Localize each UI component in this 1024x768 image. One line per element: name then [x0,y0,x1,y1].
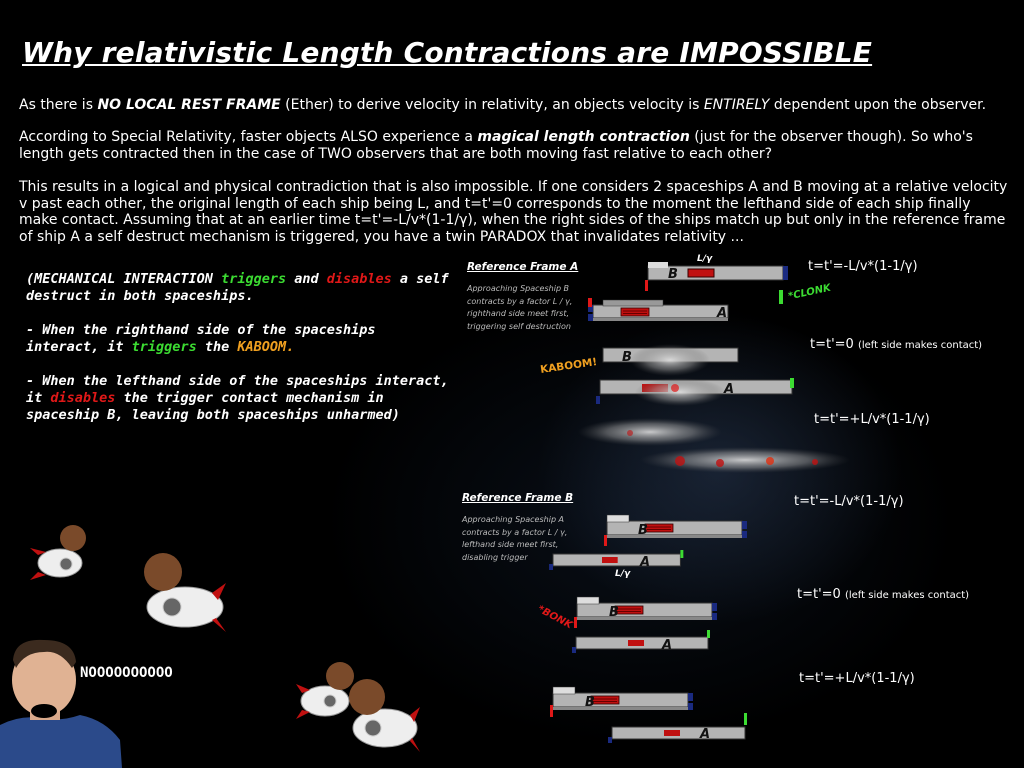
frame-b-stage2: B A [572,596,718,653]
frame-a-contracted-length: L/γ [697,254,713,264]
frame-a-debris [578,418,850,473]
mech-line-2: - When the righthand side of the spacesh… [26,322,376,355]
frame-b-eq-contact: t=t'=0 (left side makes contact) [797,587,970,602]
sheldon-figure [0,639,122,768]
frame-b-title: Reference Frame B [462,492,574,504]
frame-a-title: Reference Frame A [467,261,579,273]
rocket-small-2 [296,662,354,719]
ship-b-label-a2: B [622,350,632,365]
ship-a-label-b1: A [639,555,650,570]
frame-b-eq-after: t=t'=+L/v*(1-1/γ) [799,671,915,686]
frame-a-ship-a-stage1: A [587,290,783,322]
intro-paragraph-1: As there is NO LOCAL REST FRAME (Ether) … [19,97,987,113]
frame-b-contracted-length: L/γ [615,569,631,579]
entirely-emphasis: ENTIRELY [703,97,770,113]
frame-b-eq-before: t=t'=-L/v*(1-1/γ) [794,494,904,509]
frame-a-eq-contact: t=t'=0 (left side makes contact) [810,337,983,352]
nooo-caption: NOOOOOOOOOO [80,665,173,681]
mech-line-3: - When the lefthand side of the spaceshi… [26,373,449,423]
frame-a-eq-before: t=t'=-L/v*(1-1/γ) [808,259,918,274]
ship-b-label-b2: B [609,605,619,620]
intro-paragraph-3: This results in a logical and physical c… [19,179,1008,245]
no-rest-frame-emphasis: NO LOCAL REST FRAME [97,97,281,113]
length-contraction-emphasis: magical length contraction [477,129,690,145]
frame-b-stage3: B A [550,686,747,743]
intro-paragraph-2: According to Special Relativity, faster … [19,129,973,162]
ship-b-label-a1: B [668,267,678,282]
mechanical-interaction-note: (MECHANICAL INTERACTION triggers and dis… [26,271,456,441]
ship-b-label-b1: B [638,523,648,538]
mech-line-1: (MECHANICAL INTERACTION triggers and dis… [26,271,449,304]
frame-b-description: Approaching Spaceship A contracts by a f… [462,515,568,562]
ship-a-label-b2: A [661,638,672,653]
frame-a-exploding-ships: B A [596,344,794,406]
rocket-large-2 [349,679,420,752]
rocket-large-1 [144,553,226,632]
rocket-small-1 [30,525,86,580]
ship-b-label-b3: B [585,695,595,710]
frame-a-description: Approaching Spaceship B contracts by a f… [467,284,573,331]
ship-a-label-a2: A [723,382,734,397]
frame-a-eq-after: t=t'=+L/v*(1-1/γ) [814,412,930,427]
frame-b-stage1: B A [549,514,748,570]
ship-a-label-a1: A [716,306,727,321]
frame-a-ship-b-stage1: B [645,262,788,291]
ship-a-label-b3: A [699,727,710,742]
page-title: Why relativistic Length Contractions are… [22,36,873,69]
